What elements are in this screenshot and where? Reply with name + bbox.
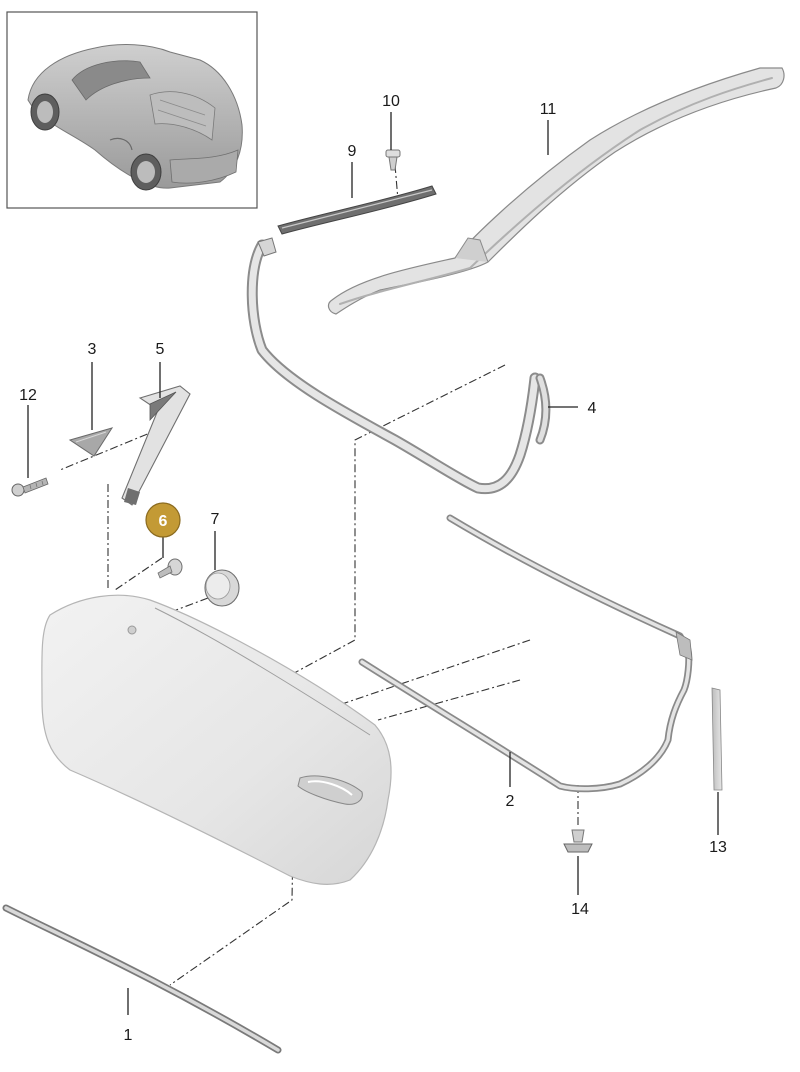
part-11-upper-seal xyxy=(327,67,785,315)
callout-6: 6 xyxy=(159,513,168,530)
callout-2: 2 xyxy=(506,793,515,810)
part-2-window-seal xyxy=(358,514,693,793)
part-5-mirror-trim xyxy=(121,385,191,506)
part-6-bolt xyxy=(157,558,183,579)
part-7-plug xyxy=(204,569,240,607)
callout-6-highlight[interactable]: 6 xyxy=(145,502,181,538)
door-panel xyxy=(41,594,392,885)
callout-7: 7 xyxy=(211,511,220,528)
callout-13: 13 xyxy=(709,839,727,856)
callout-5: 5 xyxy=(156,341,165,358)
part-14-clip xyxy=(563,829,593,853)
part-1-sill-strip xyxy=(2,904,282,1054)
car-overview-icon xyxy=(27,44,243,191)
part-frame-seal xyxy=(246,237,541,495)
part-12-screw xyxy=(11,477,49,497)
part-9-rail-trim xyxy=(277,185,437,235)
callout-11: 11 xyxy=(540,101,557,118)
callout-14: 14 xyxy=(571,901,589,918)
part-10-clip xyxy=(385,149,401,171)
callouts: 1 2 3 4 5 6 7 9 10 11 12 13 14 xyxy=(19,93,727,1044)
callout-1: 1 xyxy=(124,1027,133,1044)
callout-10: 10 xyxy=(382,93,400,110)
callout-3: 3 xyxy=(88,341,97,358)
part-4-pillar-seal xyxy=(535,373,551,445)
vehicle-overview-inset xyxy=(6,11,258,209)
part-3-cover xyxy=(68,427,114,457)
part-13-strip xyxy=(711,687,723,791)
callout-12: 12 xyxy=(19,387,37,404)
leader-lines xyxy=(27,112,719,1015)
callout-4: 4 xyxy=(588,400,597,417)
callout-9: 9 xyxy=(348,143,357,160)
